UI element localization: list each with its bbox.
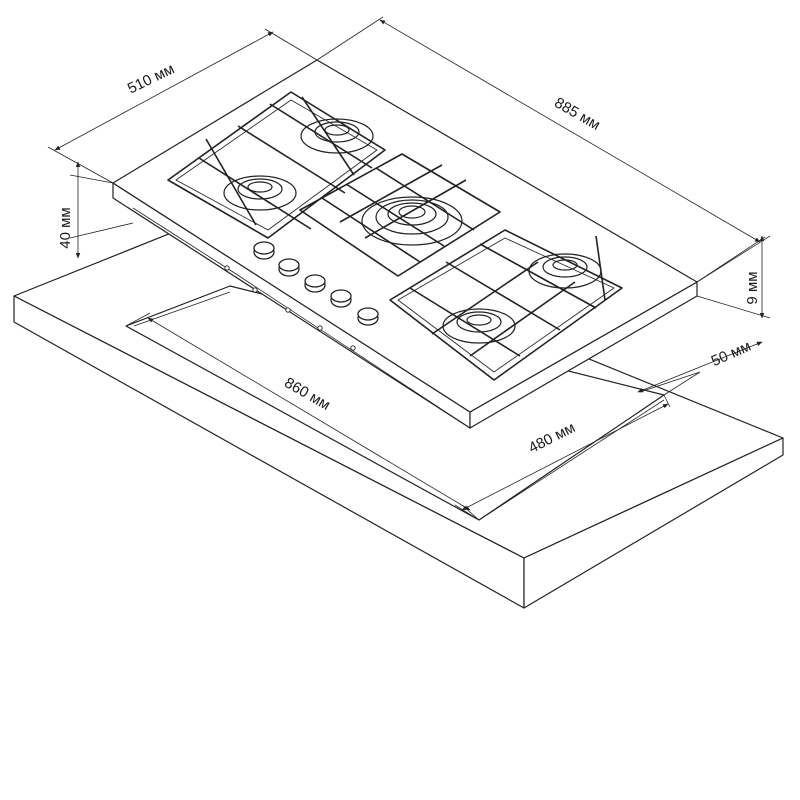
burner-rear-right [528,253,602,289]
dim-label-glass: 9 мм [744,271,761,304]
dim-line-cutout-width [461,403,669,511]
dim-line-cutout-length [147,317,471,511]
dim-label-offset: 50 мм [709,338,754,370]
knob-5 [357,307,379,326]
dim-label-length: 885 мм [551,94,603,134]
burner-front-right [442,308,516,344]
dim-line-offset [637,341,763,393]
dim-line-length [379,19,761,243]
dim-label-height: 40 мм [57,207,74,248]
knob-4 [330,289,352,308]
dimension-lines [47,16,771,521]
knob-3 [304,274,326,293]
dim-line-width [54,31,274,151]
knob-1 [253,241,275,260]
control-knobs [253,241,379,326]
countertop-side-face [523,437,784,609]
knob-2 [278,258,300,277]
dim-label-width: 510 мм [125,60,177,97]
